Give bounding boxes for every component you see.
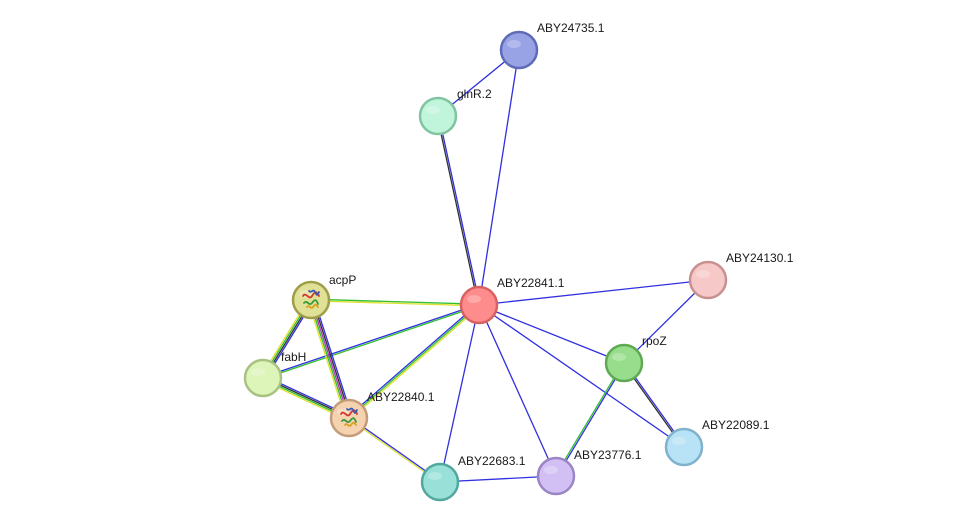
edge-rpoz-aby23776-1 (554, 362, 626, 477)
node-aby22840-1[interactable] (329, 398, 369, 438)
edge-strand (313, 298, 353, 418)
edge-strand (556, 363, 626, 477)
edge-strand (262, 303, 479, 378)
node-label-aby22840-1: ABY22840.1 (367, 390, 435, 404)
edge-aby22840-1-aby22841-1 (347, 303, 481, 420)
node-acpp[interactable] (291, 280, 331, 320)
node-circle[interactable] (459, 285, 499, 325)
node-highlight (467, 295, 481, 303)
edge-strand (311, 299, 352, 418)
node-circle[interactable] (420, 462, 460, 502)
node-label-aby24130-1: ABY24130.1 (726, 251, 794, 265)
edge-aby22841-1-rpoz (478, 304, 625, 364)
node-highlight (507, 40, 521, 48)
edge-aby22841-1-aby22089-1 (478, 304, 685, 448)
node-circle[interactable] (418, 96, 458, 136)
edge-strand (478, 304, 557, 477)
edge-strand (307, 300, 347, 420)
node-highlight (251, 368, 265, 376)
node-label-glnr-2: glnR.2 (457, 87, 492, 101)
node-aby22683-1[interactable] (420, 462, 460, 502)
edge-strand (554, 362, 624, 476)
edge-strand (311, 298, 480, 305)
edge-aby22841-1-aby23776-1 (478, 304, 557, 477)
edge-aby22841-1-aby24130-1 (478, 279, 709, 306)
edge-strand (478, 279, 709, 306)
node-highlight (612, 353, 626, 361)
edge-strand (436, 116, 479, 306)
node-circle[interactable] (329, 398, 369, 438)
edge-strand (349, 305, 481, 420)
edge-strand (478, 49, 520, 306)
edges-layer (260, 49, 709, 484)
edge-strand (478, 304, 625, 364)
node-aby22089-1[interactable] (664, 427, 704, 467)
node-aby22841-1[interactable] (459, 285, 499, 325)
edge-strand (310, 299, 350, 419)
node-circle[interactable] (604, 343, 644, 383)
node-glnr-2[interactable] (418, 96, 458, 136)
node-label-rpoz: rpoZ (642, 334, 667, 348)
edge-strand (310, 300, 479, 307)
node-circle[interactable] (536, 456, 576, 496)
edge-aby24735-1-aby22841-1 (478, 49, 520, 306)
node-circle[interactable] (688, 260, 728, 300)
node-highlight (428, 472, 442, 480)
edge-acpp-aby22840-1 (307, 298, 353, 420)
edge-strand (348, 304, 480, 419)
node-aby24130-1[interactable] (688, 260, 728, 300)
node-label-aby24735-1: ABY24735.1 (537, 21, 605, 35)
node-fabh[interactable] (243, 358, 283, 398)
node-rpoz[interactable] (604, 343, 644, 383)
protein-structure-icon (302, 289, 320, 309)
node-highlight (544, 466, 558, 474)
node-label-acpp: acpP (329, 273, 356, 287)
node-highlight (426, 106, 440, 114)
node-label-aby22683-1: ABY22683.1 (458, 454, 526, 468)
node-circle[interactable] (664, 427, 704, 467)
node-label-aby22841-1: ABY22841.1 (497, 276, 565, 290)
node-label-aby23776-1: ABY23776.1 (574, 448, 642, 462)
node-highlight (672, 437, 686, 445)
edge-strand (623, 279, 709, 364)
edge-strand (263, 305, 480, 380)
node-highlight (696, 270, 710, 278)
edge-aby22841-1-aby22683-1 (439, 304, 480, 483)
edge-strand (439, 304, 480, 483)
node-label-fabh: fabH (281, 350, 306, 364)
edge-strand (439, 475, 557, 483)
edge-strand (308, 300, 349, 419)
node-circle[interactable] (243, 358, 283, 398)
edge-aby24130-1-rpoz (623, 279, 709, 364)
edge-fabh-aby22841-1 (262, 303, 480, 380)
edge-strand (347, 303, 479, 418)
node-circle[interactable] (499, 30, 539, 70)
edge-strand (478, 304, 685, 448)
edge-acpp-aby22841-1 (310, 298, 480, 307)
edge-strand (438, 115, 481, 305)
edge-glnr-2-aby22841-1 (436, 115, 481, 306)
edge-aby22683-1-aby23776-1 (439, 475, 557, 483)
node-circle[interactable] (291, 280, 331, 320)
node-aby24735-1[interactable] (499, 30, 539, 70)
protein-structure-icon (340, 407, 358, 427)
node-label-aby22089-1: ABY22089.1 (702, 418, 770, 432)
nodes-layer (243, 30, 728, 502)
node-aby23776-1[interactable] (536, 456, 576, 496)
